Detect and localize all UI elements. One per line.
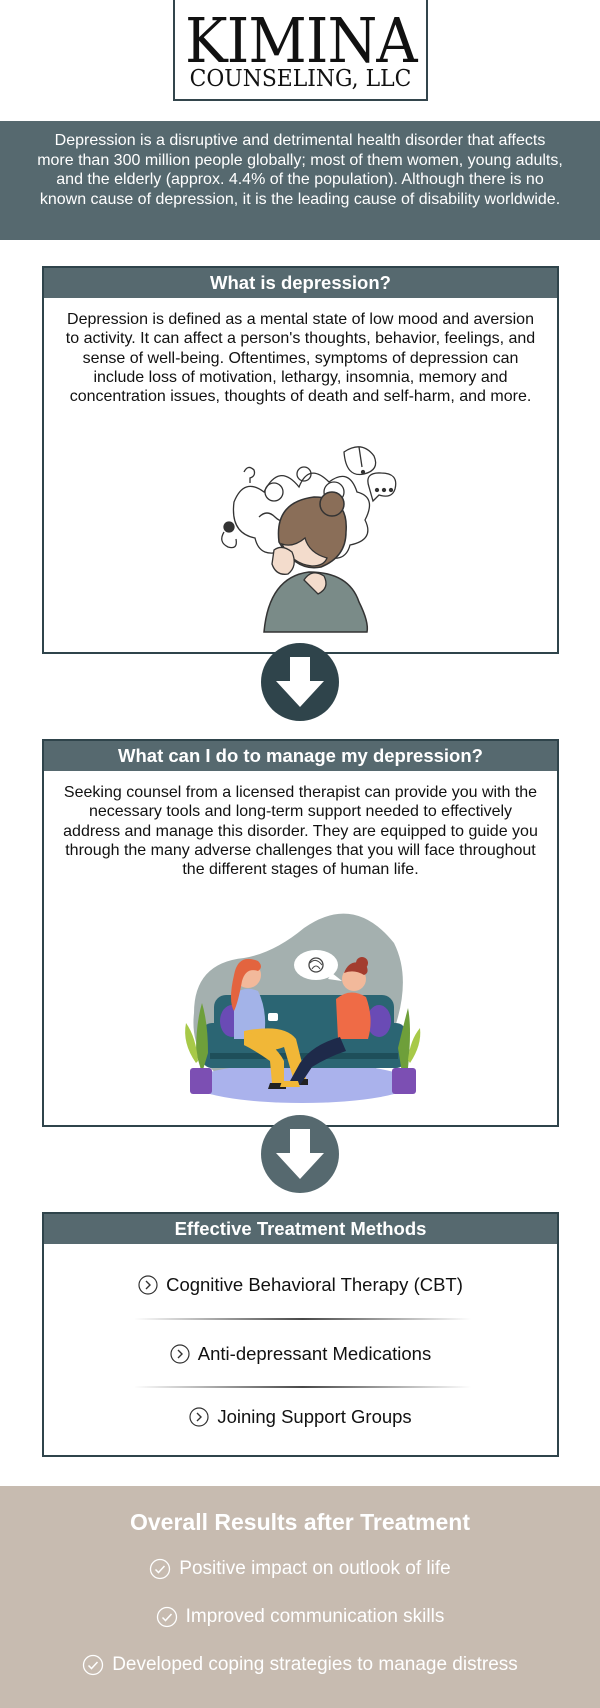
manage-depression-card: What can I do to manage my depression? S… <box>42 739 559 1127</box>
treatment-item: Anti-depressant Medications <box>44 1341 557 1365</box>
what-is-depression-card: What is depression? Depression is define… <box>42 266 559 654</box>
therapy-session-illustration <box>185 913 421 1103</box>
section-body: Depression is defined as a mental state … <box>65 311 536 406</box>
check-circle-icon <box>150 1558 171 1580</box>
result-item: Positive impact on outlook of life <box>0 1557 600 1581</box>
logo-main-text: KIMINA <box>185 4 418 77</box>
down-arrow-icon <box>261 1115 339 1193</box>
result-item: Developed coping strategies to manage di… <box>0 1653 600 1677</box>
chevron-circle-icon <box>170 1344 190 1364</box>
logo: KIMINA COUNSELING, LLC <box>173 0 428 101</box>
chevron-circle-icon <box>189 1407 209 1427</box>
result-label: Positive impact on outlook of life <box>179 1558 451 1579</box>
divider <box>134 1318 471 1320</box>
down-arrow-icon <box>261 643 339 721</box>
section-body: Seeking counsel from a licensed therapis… <box>63 784 538 879</box>
check-circle-icon <box>83 1654 104 1676</box>
divider <box>134 1386 471 1388</box>
intro-text: Depression is a disruptive and detriment… <box>37 132 563 208</box>
results-banner: Overall Results after Treatment Positive… <box>0 1486 600 1708</box>
chevron-circle-icon <box>138 1275 158 1295</box>
result-label: Developed coping strategies to manage di… <box>112 1654 518 1675</box>
results-title: Overall Results after Treatment <box>129 1509 471 1535</box>
section-heading: Effective Treatment Methods <box>44 1214 557 1244</box>
logo-sub-text: COUNSELING, LLC <box>189 66 412 92</box>
distressed-person-illustration <box>221 446 397 633</box>
treatment-label: Cognitive Behavioral Therapy (CBT) <box>166 1274 463 1296</box>
treatment-label: Joining Support Groups <box>217 1406 412 1428</box>
result-label: Improved communication skills <box>185 1606 445 1627</box>
check-circle-icon <box>156 1606 177 1628</box>
treatment-item: Joining Support Groups <box>44 1404 557 1428</box>
treatment-label: Anti-depressant Medications <box>197 1343 432 1365</box>
treatment-item: Cognitive Behavioral Therapy (CBT) <box>44 1272 557 1296</box>
section-heading: What is depression? <box>44 268 557 298</box>
section-heading: What can I do to manage my depression? <box>44 741 557 771</box>
intro-banner: Depression is a disruptive and detriment… <box>0 121 600 240</box>
result-item: Improved communication skills <box>0 1605 600 1629</box>
treatment-methods-card: Effective Treatment Methods Cognitive Be… <box>42 1212 559 1457</box>
